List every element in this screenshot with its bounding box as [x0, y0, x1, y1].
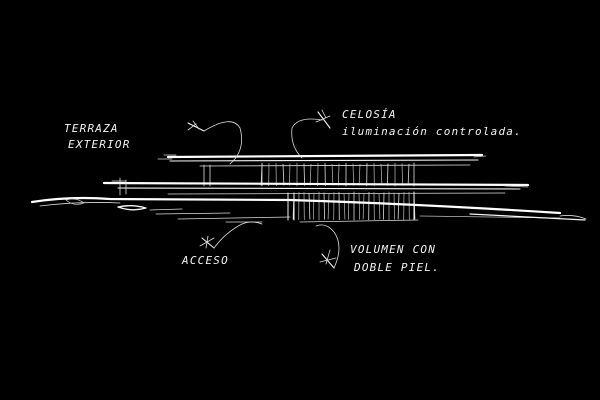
lower-lattice-double-skin: [287, 191, 416, 221]
ground-line: [30, 196, 587, 223]
lattice-stroke: [282, 163, 285, 186]
lattice-stroke: [313, 192, 315, 220]
access-label: ACCESO: [181, 254, 229, 267]
terrace-arrow: [187, 120, 243, 165]
lattice-stroke: [348, 192, 350, 220]
lattice-label-line1: CELOSÍA: [342, 108, 397, 121]
volume-label-line2: DOBLE PIEL.: [353, 261, 440, 274]
terrace-label-line2: EXTERIOR: [68, 138, 131, 151]
volume-label-line1: VOLUMEN CON: [350, 243, 436, 256]
upper-roof-slab: [157, 153, 487, 167]
terrace-label-line1: TERRAZA: [64, 122, 119, 135]
lattice-stroke: [393, 192, 395, 220]
lattice-stroke: [401, 163, 403, 186]
middle-floor-slab: [102, 177, 530, 196]
lattice-stroke: [331, 163, 334, 186]
lattice-stroke: [327, 192, 330, 220]
lattice-stroke: [323, 192, 326, 220]
lattice-stroke: [386, 163, 389, 186]
lattice-stroke: [358, 192, 360, 220]
lattice-stroke: [338, 163, 340, 186]
lattice-label-line2: iluminación controlada.: [342, 125, 522, 138]
lattice-stroke: [289, 163, 291, 186]
upper-lattice-celosia: [203, 162, 415, 187]
lattice-stroke: [309, 163, 312, 186]
lattice-stroke: [352, 163, 354, 186]
lattice-stroke: [407, 163, 410, 186]
lattice-arrow: [291, 109, 331, 159]
lattice-stroke: [378, 192, 381, 220]
access-arrow: [199, 221, 263, 249]
lattice-stroke: [397, 192, 400, 220]
lattice-stroke: [362, 192, 365, 220]
lattice-stroke: [382, 192, 385, 220]
lattice-stroke: [303, 163, 306, 186]
lattice-stroke: [343, 192, 346, 220]
volume-arrow: [315, 224, 340, 269]
lattice-stroke: [380, 163, 383, 186]
lattice-stroke: [308, 192, 311, 220]
lattice-stroke: [358, 163, 361, 186]
